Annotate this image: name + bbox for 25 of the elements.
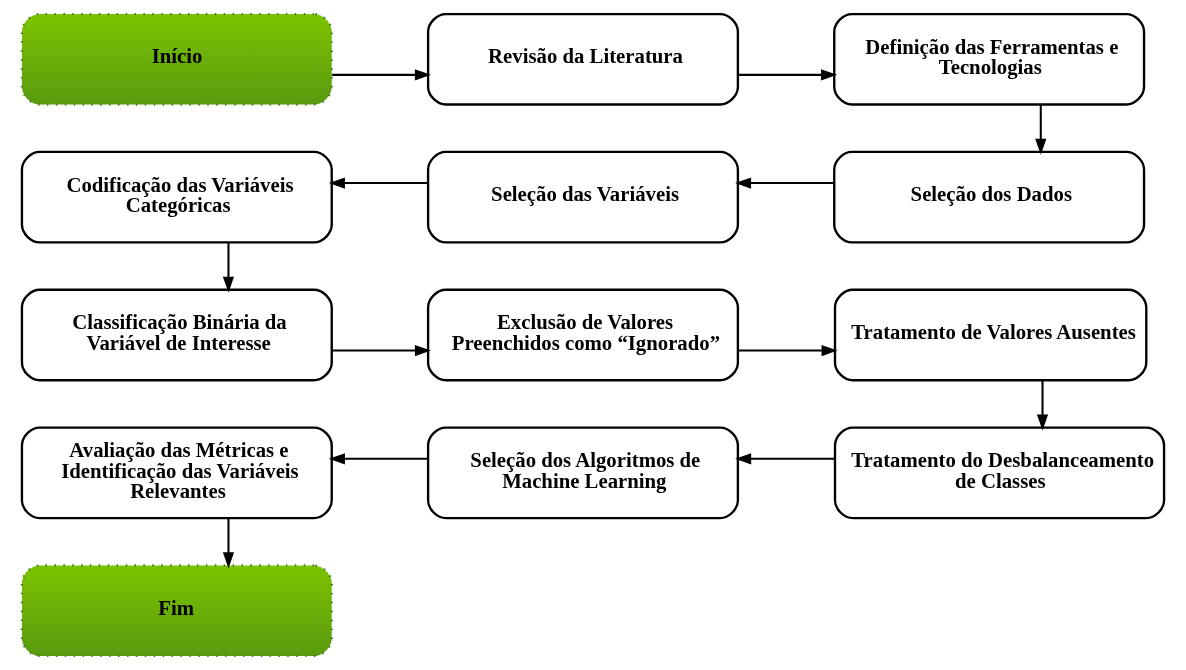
- arrow: [738, 344, 838, 357]
- arrow: [222, 242, 235, 293]
- node-box: Seleção das Variáveis: [426, 150, 740, 244]
- arrow: [332, 69, 431, 81]
- node-box: Seleção dos Algoritmos de Machine Learning: [426, 426, 740, 520]
- node-box: Início: [20, 12, 333, 106]
- arrow: [1035, 104, 1047, 155]
- arrow: [332, 344, 431, 357]
- node-box: Revisão da Literatura: [426, 12, 740, 106]
- node-box: Fim: [20, 564, 333, 658]
- arrow: [328, 177, 428, 189]
- arrow: [328, 453, 428, 465]
- node-box: Codificação das Variáveis Categóricas: [20, 150, 333, 244]
- node-box: Exclusão de Valores Preenchidos como “Ignorado”: [426, 288, 740, 382]
- arrow: [1036, 380, 1049, 431]
- arrow: [735, 453, 835, 465]
- node-box: Seleção dos Dados: [833, 150, 1146, 244]
- node-box: Definição das Ferramentas e Tecnologias: [833, 12, 1146, 106]
- node-box: Tratamento do Desbalanceamento de Classes: [833, 426, 1166, 520]
- arrow: [222, 518, 235, 569]
- arrow: [735, 177, 834, 189]
- node-box: Avaliação das Métricas e Identificação das Variáveis Relevantes: [20, 426, 333, 520]
- node-box: Classificação Binária da Variável de Interesse: [20, 288, 333, 382]
- node-box: Tratamento de Valores Ausentes: [833, 288, 1148, 382]
- arrow: [738, 69, 838, 81]
